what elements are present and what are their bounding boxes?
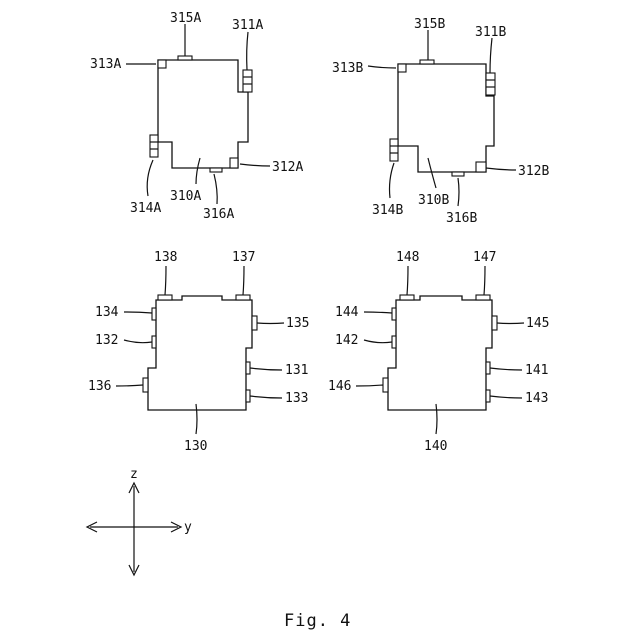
label-313a: 313A	[90, 57, 121, 72]
terminal-148	[400, 295, 414, 300]
terminal-141	[486, 362, 490, 374]
module-140: 148 147 144 142 146 145 141 143 140	[328, 250, 549, 454]
label-316b: 316B	[446, 211, 477, 226]
terminal-137	[236, 295, 250, 300]
terminal-142	[392, 336, 396, 348]
label-148: 148	[396, 250, 419, 265]
label-130: 130	[184, 439, 207, 454]
label-133: 133	[285, 391, 308, 406]
axes-indicator: z y	[87, 467, 192, 575]
terminal-135	[252, 316, 257, 330]
unit-310b: 315B 313B 311B 314B 312B 310B 316B	[332, 17, 549, 226]
module-140-body	[388, 296, 492, 410]
terminal-131	[246, 362, 250, 374]
label-143: 143	[525, 391, 548, 406]
unit-310a-body	[158, 60, 248, 168]
terminal-314b	[390, 139, 398, 161]
label-146: 146	[328, 379, 351, 394]
terminal-144	[392, 308, 396, 320]
terminal-132	[152, 336, 156, 348]
label-315b: 315B	[414, 17, 445, 32]
label-311b: 311B	[475, 25, 506, 40]
terminal-138	[158, 295, 172, 300]
label-316a: 316A	[203, 207, 234, 222]
label-145: 145	[526, 316, 549, 331]
label-141: 141	[525, 363, 548, 378]
label-147: 147	[473, 250, 496, 265]
terminal-316a	[210, 168, 222, 172]
module-130-body	[148, 296, 252, 410]
axis-label-y: y	[184, 520, 192, 535]
terminal-312a	[230, 158, 238, 168]
axis-label-z: z	[130, 467, 138, 482]
label-142: 142	[335, 333, 358, 348]
label-132: 132	[95, 333, 118, 348]
label-131: 131	[285, 363, 308, 378]
terminal-315a	[178, 56, 192, 60]
label-312b: 312B	[518, 164, 549, 179]
unit-310a: 315A 313A 311A 314A 312A 310A 316A	[90, 11, 303, 222]
label-314a: 314A	[130, 201, 161, 216]
terminal-136	[143, 378, 148, 392]
figure-caption: Fig. 4	[284, 611, 351, 631]
terminal-311b	[486, 73, 495, 95]
label-136: 136	[88, 379, 111, 394]
terminal-314a	[150, 135, 158, 157]
terminal-312b	[476, 162, 486, 172]
label-137: 137	[232, 250, 255, 265]
terminal-143	[486, 390, 490, 402]
terminal-147	[476, 295, 490, 300]
label-313b: 313B	[332, 61, 363, 76]
terminal-316b	[452, 172, 464, 176]
terminal-311a	[243, 70, 252, 92]
label-315a: 315A	[170, 11, 201, 26]
label-310a: 310A	[170, 189, 201, 204]
unit-310b-body	[398, 64, 494, 172]
label-138: 138	[154, 250, 177, 265]
terminal-133	[246, 390, 250, 402]
label-311a: 311A	[232, 18, 263, 33]
label-310b: 310B	[418, 193, 449, 208]
module-130: 138 137 134 132 136 135 131 133 130	[88, 250, 309, 454]
label-144: 144	[335, 305, 359, 320]
terminal-146	[383, 378, 388, 392]
label-135: 135	[286, 316, 309, 331]
label-312a: 312A	[272, 160, 303, 175]
terminal-315b	[420, 60, 434, 64]
terminal-313b	[398, 64, 406, 72]
terminal-134	[152, 308, 156, 320]
terminal-145	[492, 316, 497, 330]
label-134: 134	[95, 305, 119, 320]
label-140: 140	[424, 439, 447, 454]
terminal-313a	[158, 60, 166, 68]
label-314b: 314B	[372, 203, 403, 218]
